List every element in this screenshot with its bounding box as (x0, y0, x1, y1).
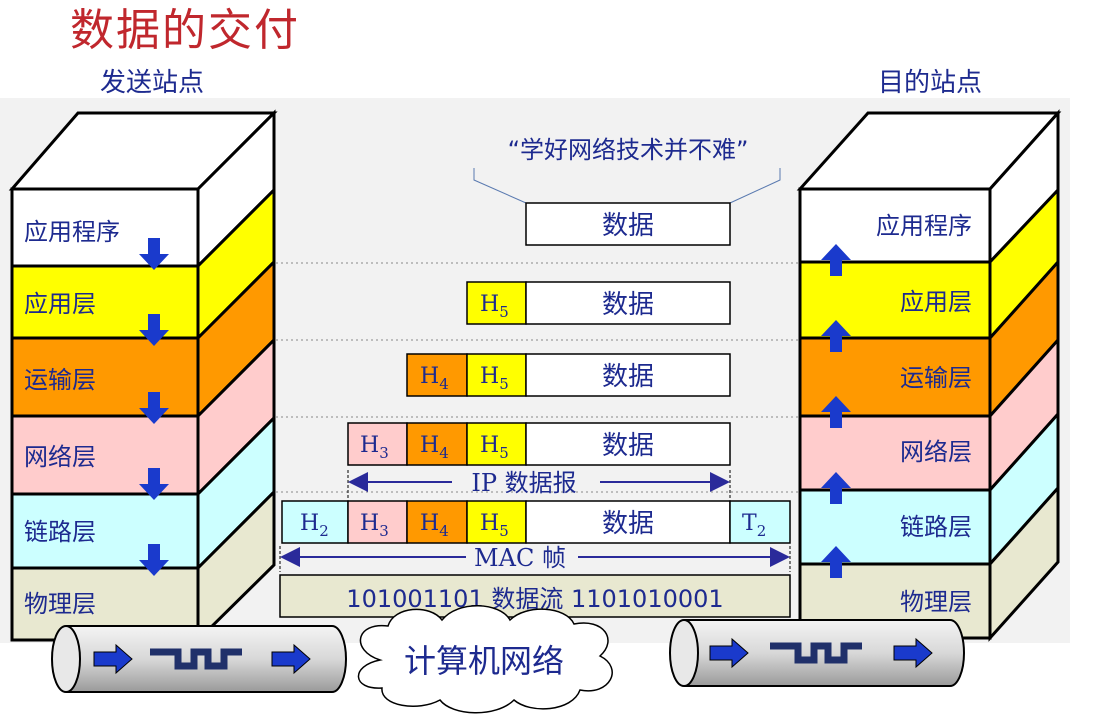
mac-frame-label: MAC 帧 (474, 544, 566, 572)
h5-block-link (466, 500, 527, 544)
h4-block-network (406, 422, 468, 466)
left-signal-wave-icon (150, 648, 242, 670)
h5-label-transport: H5 (480, 364, 509, 393)
h4-label-transport: H4 (420, 364, 449, 393)
h2-label-link: H2 (300, 511, 329, 540)
layer-guide-lines (276, 262, 798, 493)
data-block-app (525, 202, 731, 246)
receiver-layer-physical: 物理层 (900, 588, 972, 616)
h2-block-link (281, 500, 349, 544)
h5-label-network: H5 (480, 433, 509, 462)
sender-layer-app-program: 应用程序 (24, 218, 120, 246)
sender-layer-network: 网络层 (24, 443, 96, 471)
quote-pointer-right (729, 168, 781, 204)
receiver-stack: 应用程序 应用层 运输层 网络层 链路层 物理层 (796, 109, 1062, 642)
ip-datagram-label: IP 数据报 (471, 469, 576, 497)
bitstream-label: 101001101 数据流 1101010001 (346, 585, 723, 613)
h5-label-link: H5 (480, 511, 509, 540)
receiver-layer-network: 网络层 (900, 438, 972, 466)
sender-stack: 应用程序 应用层 运输层 网络层 链路层 物理层 (8, 109, 278, 644)
receiver-layer-app-program: 应用程序 (876, 212, 972, 240)
left-signal-arrows (93, 643, 311, 675)
receiver-layer-link: 链路层 (900, 513, 972, 541)
h4-label-network: H4 (420, 433, 449, 462)
data-label-network: 数据 (602, 431, 654, 461)
data-block-transport (525, 353, 731, 397)
right-signal-wave-icon (770, 642, 862, 664)
right-signal-arrows (709, 637, 933, 669)
h5-block-transport (466, 353, 527, 397)
h3-label-link: H3 (360, 511, 389, 540)
h4-block-transport (406, 353, 468, 397)
data-block-application (525, 281, 731, 325)
sender-layer-link: 链路层 (24, 518, 96, 546)
h4-label-link: H4 (420, 511, 449, 540)
data-label-transport: 数据 (602, 362, 654, 392)
sender-layer-application: 应用层 (24, 290, 96, 318)
data-label-application: 数据 (602, 290, 654, 320)
receiver-label: 目的站点 (878, 68, 983, 98)
h3-block-network (347, 422, 408, 466)
data-block-network (525, 422, 731, 466)
quote-pointer-left (473, 168, 527, 204)
data-label-link: 数据 (602, 509, 654, 539)
receiver-layer-application: 应用层 (900, 288, 972, 316)
data-label-app: 数据 (602, 211, 654, 241)
down-arrow-icons (139, 238, 169, 576)
receiver-layer-transport: 运输层 (900, 364, 972, 392)
network-label: 计算机网络 (404, 642, 564, 680)
right-transmission-cylinder (669, 619, 965, 687)
t2-block-link (729, 500, 791, 544)
t2-label-link: T2 (742, 511, 766, 540)
page-title: 数据的交付 (70, 5, 300, 56)
h4-block-link (406, 500, 468, 544)
h3-label-network: H3 (360, 433, 389, 462)
sender-layer-physical: 物理层 (24, 590, 96, 618)
network-cloud-icon (357, 605, 613, 714)
up-arrow-icons (821, 244, 851, 578)
sender-label: 发送站点 (100, 68, 205, 98)
quote-text: “学好网络技术并不难” (508, 136, 749, 164)
h5-block-app (466, 281, 527, 325)
sender-layer-transport: 运输层 (24, 366, 96, 394)
h5-label-app: H5 (480, 292, 509, 321)
